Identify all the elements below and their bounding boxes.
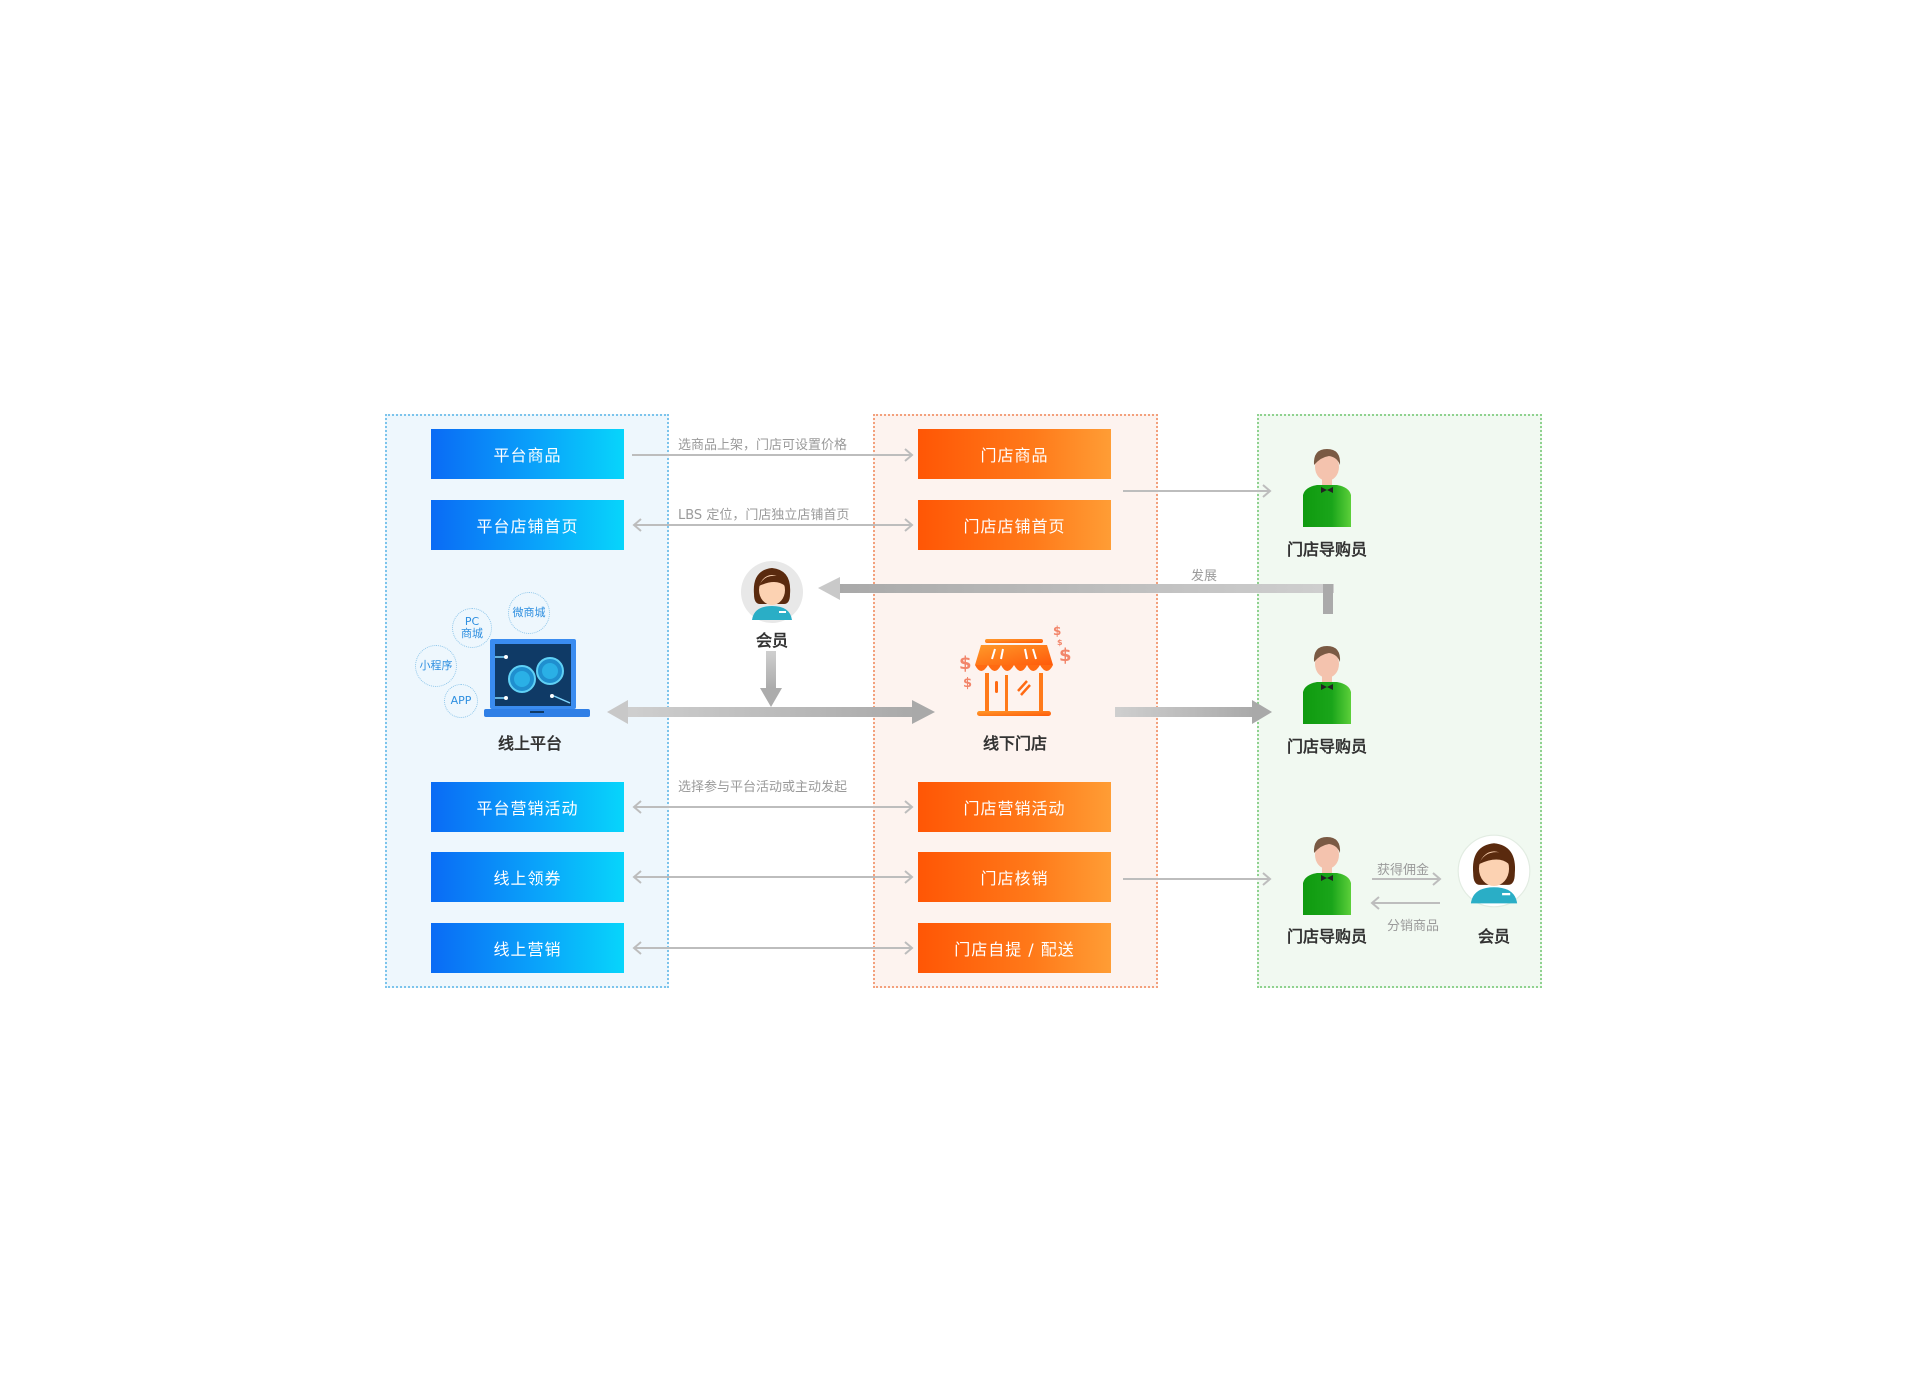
guide-label-1: 门店导购员	[1286, 540, 1367, 559]
channel-mini-program: 小程序	[415, 645, 457, 687]
online-box-online-marketing[interactable]: 线上营销	[431, 923, 624, 973]
online-box-homepage[interactable]: 平台店铺首页	[431, 500, 624, 550]
member-avatar-icon[interactable]	[740, 560, 804, 624]
offline-box-pickup-delivery[interactable]: 门店自提 / 配送	[918, 923, 1111, 973]
channel-pc-mall: PC 商城	[452, 608, 492, 648]
svg-text:$: $	[1053, 624, 1061, 638]
offline-box-marketing[interactable]: 门店营销活动	[918, 782, 1111, 832]
online-box-marketing[interactable]: 平台营销活动	[431, 782, 624, 832]
member-avatar-icon-right[interactable]	[1457, 834, 1531, 908]
link-products	[632, 448, 914, 462]
svg-text:$: $	[959, 653, 972, 674]
member-label-right: 会员	[1477, 927, 1510, 946]
note-commission: 获得佣金	[1377, 863, 1430, 878]
offline-box-homepage[interactable]: 门店店铺首页	[918, 500, 1111, 550]
link-commission	[1372, 872, 1442, 886]
guide-icon-1[interactable]	[1299, 443, 1355, 527]
member-down-arrow	[760, 651, 782, 707]
link-writeoff-to-guide	[1123, 872, 1272, 886]
online-platform-title: 线上平台	[497, 734, 562, 753]
offline-box-writeoff[interactable]: 门店核销	[918, 852, 1111, 902]
member-label: 会员	[755, 631, 788, 650]
develop-arrow	[818, 577, 1334, 614]
link-store-to-guide-top	[1123, 484, 1272, 498]
big-bidirectional-arrow	[607, 700, 935, 724]
link-distribute	[1370, 896, 1440, 910]
svg-text:$: $	[963, 676, 972, 691]
store-to-guide-arrow	[1115, 700, 1272, 724]
channel-wechat-mall: 微商城	[508, 592, 550, 634]
guide-icon-2[interactable]	[1299, 640, 1355, 724]
store-icon: $ $ $ $ $	[959, 624, 1072, 716]
link-marketing	[632, 800, 914, 814]
link-coupons	[632, 870, 914, 884]
guide-label-2: 门店导购员	[1286, 737, 1367, 756]
channel-app: APP	[444, 684, 478, 718]
note-distribute: 分销商品	[1387, 919, 1440, 934]
note-develop: 发展	[1191, 569, 1218, 584]
online-box-products[interactable]: 平台商品	[431, 429, 624, 479]
link-homepage	[632, 518, 914, 532]
link-delivery	[632, 941, 914, 955]
svg-text:$: $	[1057, 638, 1063, 647]
note-marketing: 选择参与平台活动或主动发起	[678, 780, 848, 795]
svg-text:$: $	[1059, 645, 1072, 666]
laptop-icon	[484, 639, 590, 717]
guide-label-3: 门店导购员	[1286, 927, 1367, 946]
offline-store-title: 线下门店	[982, 734, 1047, 753]
online-box-coupons[interactable]: 线上领券	[431, 852, 624, 902]
offline-box-products[interactable]: 门店商品	[918, 429, 1111, 479]
note-products: 选商品上架，门店可设置价格	[678, 438, 848, 453]
note-homepage: LBS 定位，门店独立店铺首页	[678, 508, 850, 523]
guide-icon-3[interactable]	[1299, 831, 1355, 915]
